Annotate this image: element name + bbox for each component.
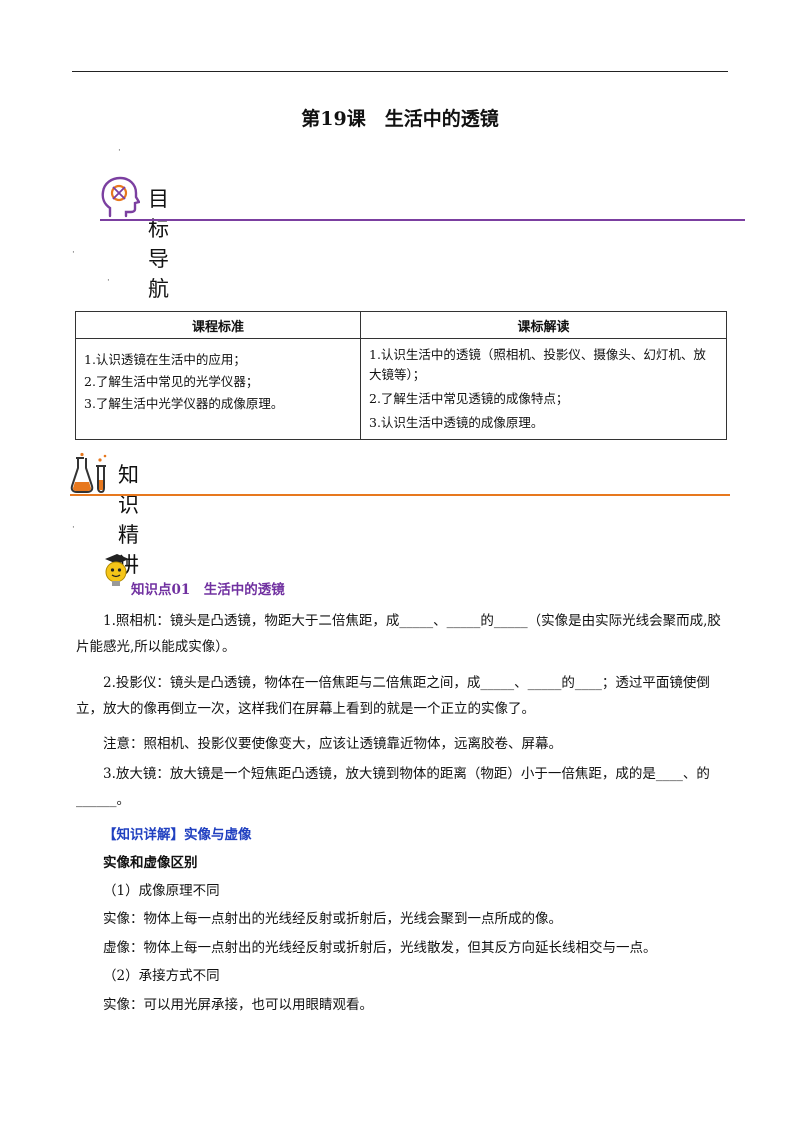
list-item: 3.认识生活中透镜的成像原理。 — [369, 415, 544, 430]
graduate-bulb-icon — [105, 554, 129, 586]
list-item: 2.了解生活中常见透镜的成像特点； — [369, 391, 569, 406]
table-header-interpretation: 课标解读 — [360, 311, 727, 339]
list-item: 2.了解生活中常见的光学仪器； — [84, 374, 259, 389]
paragraph: 注意：照相机、投影仪要使像变大，应该让透镜靠近物体，远离胶卷、屏幕。 — [103, 736, 562, 752]
table-header-standard: 课程标准 — [75, 311, 361, 339]
paragraph: 1.照相机：镜头是凸透镜，物距大于二倍焦距，成_____、_____的_____… — [76, 613, 721, 655]
section-divider — [100, 219, 745, 221]
paragraph: （2）承接方式不同 — [103, 968, 220, 984]
head-brain-icon — [101, 176, 140, 218]
list-item: 1.认识生活中的透镜（照相机、投影仪、摄像头、幻灯机、放大镜等）； — [369, 347, 706, 382]
top-rule — [72, 71, 728, 72]
paragraph: 实像：可以用光屏承接，也可以用眼睛观看。 — [103, 997, 373, 1013]
paragraph: 实像：物体上每一点射出的光线经反射或折射后，光线会聚到一点所成的像。 — [103, 911, 562, 927]
paragraph: （1）成像原理不同 — [103, 883, 220, 899]
paragraph: 3.放大镜：放大镜是一个短焦距凸透镜，放大镜到物体的距离（物距）小于一倍焦距，成… — [76, 766, 710, 808]
table-cell-interpretation: 1.认识生活中的透镜（照相机、投影仪、摄像头、幻灯机、放大镜等）； 2.了解生活… — [360, 338, 727, 440]
subsection-title: 实像和虚像区别 — [103, 855, 198, 871]
knowledge-point-title: 知识点01 生活中的透镜 — [131, 582, 285, 598]
list-item: 3.了解生活中光学仪器的成像原理。 — [84, 396, 284, 411]
paragraph-mark: · — [72, 248, 75, 258]
page-title: 第19课 生活中的透镜 — [301, 108, 499, 130]
paragraph: 2.投影仪：镜头是凸透镜，物体在一倍焦距与二倍焦距之间，成_____、_____… — [76, 675, 710, 717]
paragraph-mark: · — [107, 276, 110, 286]
table-cell-standard: 1.认识透镜在生活中的应用； 2.了解生活中常见的光学仪器； 3.了解生活中光学… — [75, 338, 361, 440]
detail-title: 【知识详解】实像与虚像 — [103, 827, 252, 843]
paragraph-mark: · — [72, 523, 75, 533]
curriculum-table: 课程标准 课标解读 1.认识透镜在生活中的应用； 2.了解生活中常见的光学仪器；… — [75, 311, 727, 440]
list-item: 1.认识透镜在生活中的应用； — [84, 352, 246, 367]
flask-icon — [70, 452, 107, 494]
paragraph: 虚像：物体上每一点射出的光线经反射或折射后，光线散发，但其反方向延长线相交与一点… — [103, 940, 657, 956]
section-divider — [70, 494, 730, 496]
section-title: 目标导航 — [148, 187, 169, 301]
paragraph-mark: · — [118, 146, 121, 156]
section-title: 知识精讲 — [118, 463, 139, 577]
